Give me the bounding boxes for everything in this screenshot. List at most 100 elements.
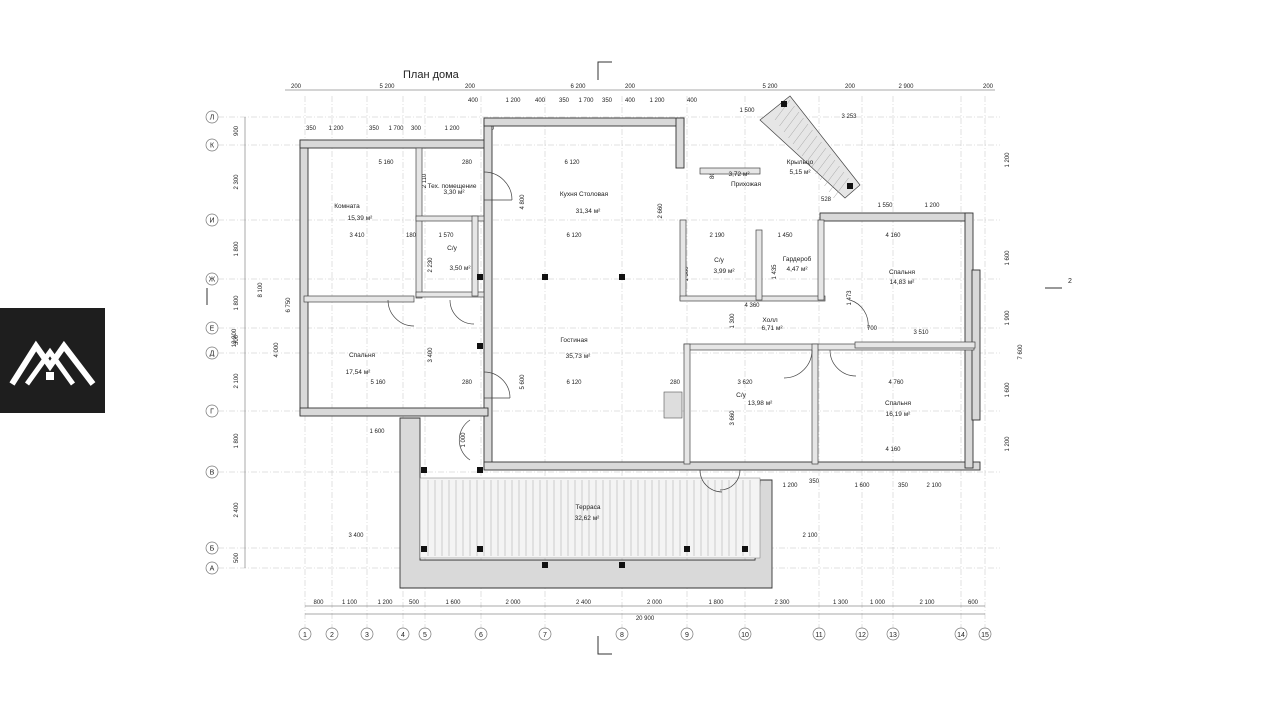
dimension-label: 350 (306, 126, 317, 132)
room-area: 5,15 м² (789, 169, 811, 176)
dimension-label: 1 200 (444, 126, 460, 132)
dimension-label: 500 (234, 552, 240, 563)
room-name: Крыльцо (787, 159, 814, 166)
porch-stairs (774, 99, 849, 199)
axis-marker-bottom: 15 (981, 632, 989, 639)
dimension-label: 1 200 (1005, 436, 1011, 452)
dimension-total-height: 13 900 (232, 328, 238, 347)
interior-walls (303, 95, 976, 465)
dimension-label: 200 (291, 84, 302, 90)
dimension-label: 2 110 (422, 173, 428, 188)
axis-marker-bottom: 4 (401, 632, 405, 639)
dimension-label: 1 000 (870, 600, 886, 606)
room-name: С/у (447, 245, 458, 252)
room-area: 3,99 м² (713, 268, 735, 275)
room-name: Гардероб (783, 255, 812, 263)
axis-marker-left: В (210, 470, 215, 477)
dimension-label: 1 473 (847, 290, 853, 306)
dimension-label: 1 700 (388, 126, 404, 132)
dimension-label: 2 100 (234, 373, 240, 389)
axis-marker-bottom: 2 (330, 632, 334, 639)
dimension-label: 280 (462, 380, 473, 386)
room-name: Прихожая (731, 181, 762, 188)
dimension-label: 4 760 (888, 380, 904, 386)
dimension-label: 900 (234, 125, 240, 136)
dimension-label: 350 (602, 98, 613, 104)
dimension-label: 1 800 (234, 433, 240, 449)
dimension-total-width: 20 900 (636, 616, 655, 622)
room-name: Спальня (349, 352, 376, 359)
axis-marker-left: И (209, 218, 214, 225)
dimension-label: 3 660 (730, 410, 736, 426)
dimension-label: 1 200 (1005, 152, 1011, 168)
dimension-label: 3 620 (737, 380, 753, 386)
dimension-label: 2 900 (898, 84, 914, 90)
room-area: 16,19 м² (886, 411, 912, 418)
dimension-label: 400 (535, 98, 546, 104)
axis-marker-bottom: 9 (685, 632, 689, 639)
dimension-label: 700 (867, 326, 878, 332)
dimension-label: 200 (625, 84, 636, 90)
dimension-label: 3 410 (349, 233, 365, 239)
room-area: 3,50 м² (449, 265, 471, 272)
axis-marker-left: Б (210, 546, 215, 553)
dimension-label: 1 600 (445, 600, 461, 606)
dimension-label: 600 (968, 600, 979, 606)
dimension-label: 2 000 (505, 600, 521, 606)
room-name: Гостиная (560, 337, 588, 344)
axis-marker-left: Ж (209, 277, 216, 284)
dimension-label: 1 100 (342, 600, 358, 606)
dimension-label: 4 160 (885, 233, 901, 239)
dimension-label: 4 360 (744, 303, 760, 309)
dimension-label: 350 (369, 126, 380, 132)
dimension-label: 2 000 (647, 600, 663, 606)
dimension-label: 5 160 (378, 160, 394, 166)
dimension-label: 400 (625, 98, 636, 104)
columns (421, 101, 853, 568)
dimension-label: 350 (809, 479, 820, 485)
dimension-label: 1 500 (739, 108, 755, 114)
axis-marker-bottom: 6 (479, 632, 483, 639)
dimension-label: 1 300 (833, 600, 849, 606)
room-name: Спальня (885, 400, 912, 407)
room-area: 6,71 м² (761, 325, 783, 332)
axis-marker-left: Г (210, 409, 214, 416)
dimension-label: 1 800 (708, 600, 724, 606)
dimension-label: 2 100 (926, 483, 942, 489)
room-name: Тех. помещение (428, 183, 477, 190)
axis-marker-bottom: 12 (858, 632, 866, 639)
dimension-label: 1 600 (854, 483, 870, 489)
plan-title: План дома (403, 69, 460, 81)
dimension-label: 2 300 (774, 600, 790, 606)
axis-marker-bottom: 5 (423, 632, 427, 639)
dimension-label: 1 450 (777, 233, 793, 239)
room-area: 15,39 м² (348, 215, 374, 222)
dimension-label: 2 230 (428, 257, 434, 273)
dimension-label: 5 600 (520, 374, 526, 390)
axis-marker-bottom: 8 (620, 632, 624, 639)
dimension-label: 1 800 (234, 295, 240, 311)
room-area: 31,34 м² (576, 208, 602, 215)
axis-marker-bottom: 13 (889, 632, 897, 639)
dimension-label: 1 435 (772, 264, 778, 280)
dimension-label: 1 600 (1005, 382, 1011, 398)
dimension-label: 1 360 (684, 266, 690, 282)
dimension-label: 4 160 (885, 447, 901, 453)
dimension-label: 6 120 (566, 233, 582, 239)
axis-marker-left: А (210, 566, 215, 573)
dimension-label: 400 (687, 98, 698, 104)
dimension-label: 1 200 (328, 126, 344, 132)
dimension-label: 3 400 (428, 347, 434, 363)
exterior-walls (299, 117, 981, 471)
room-name: Холл (762, 317, 778, 324)
dimension-label: 2 400 (576, 600, 592, 606)
dimension-label: 2 400 (234, 502, 240, 518)
room-area: 35,73 м² (566, 353, 592, 360)
dimension-label: 350 (898, 483, 909, 489)
dimension-label: 300 (234, 334, 240, 345)
dimension-label: 500 (409, 600, 420, 606)
dimension-label: 5 200 (762, 84, 778, 90)
dimension-label: 3 510 (913, 330, 929, 336)
room-area: 14,83 м² (890, 279, 916, 286)
room-labels: Комната 15,39 м² Тех. помещение 3,30 м² … (334, 159, 915, 522)
